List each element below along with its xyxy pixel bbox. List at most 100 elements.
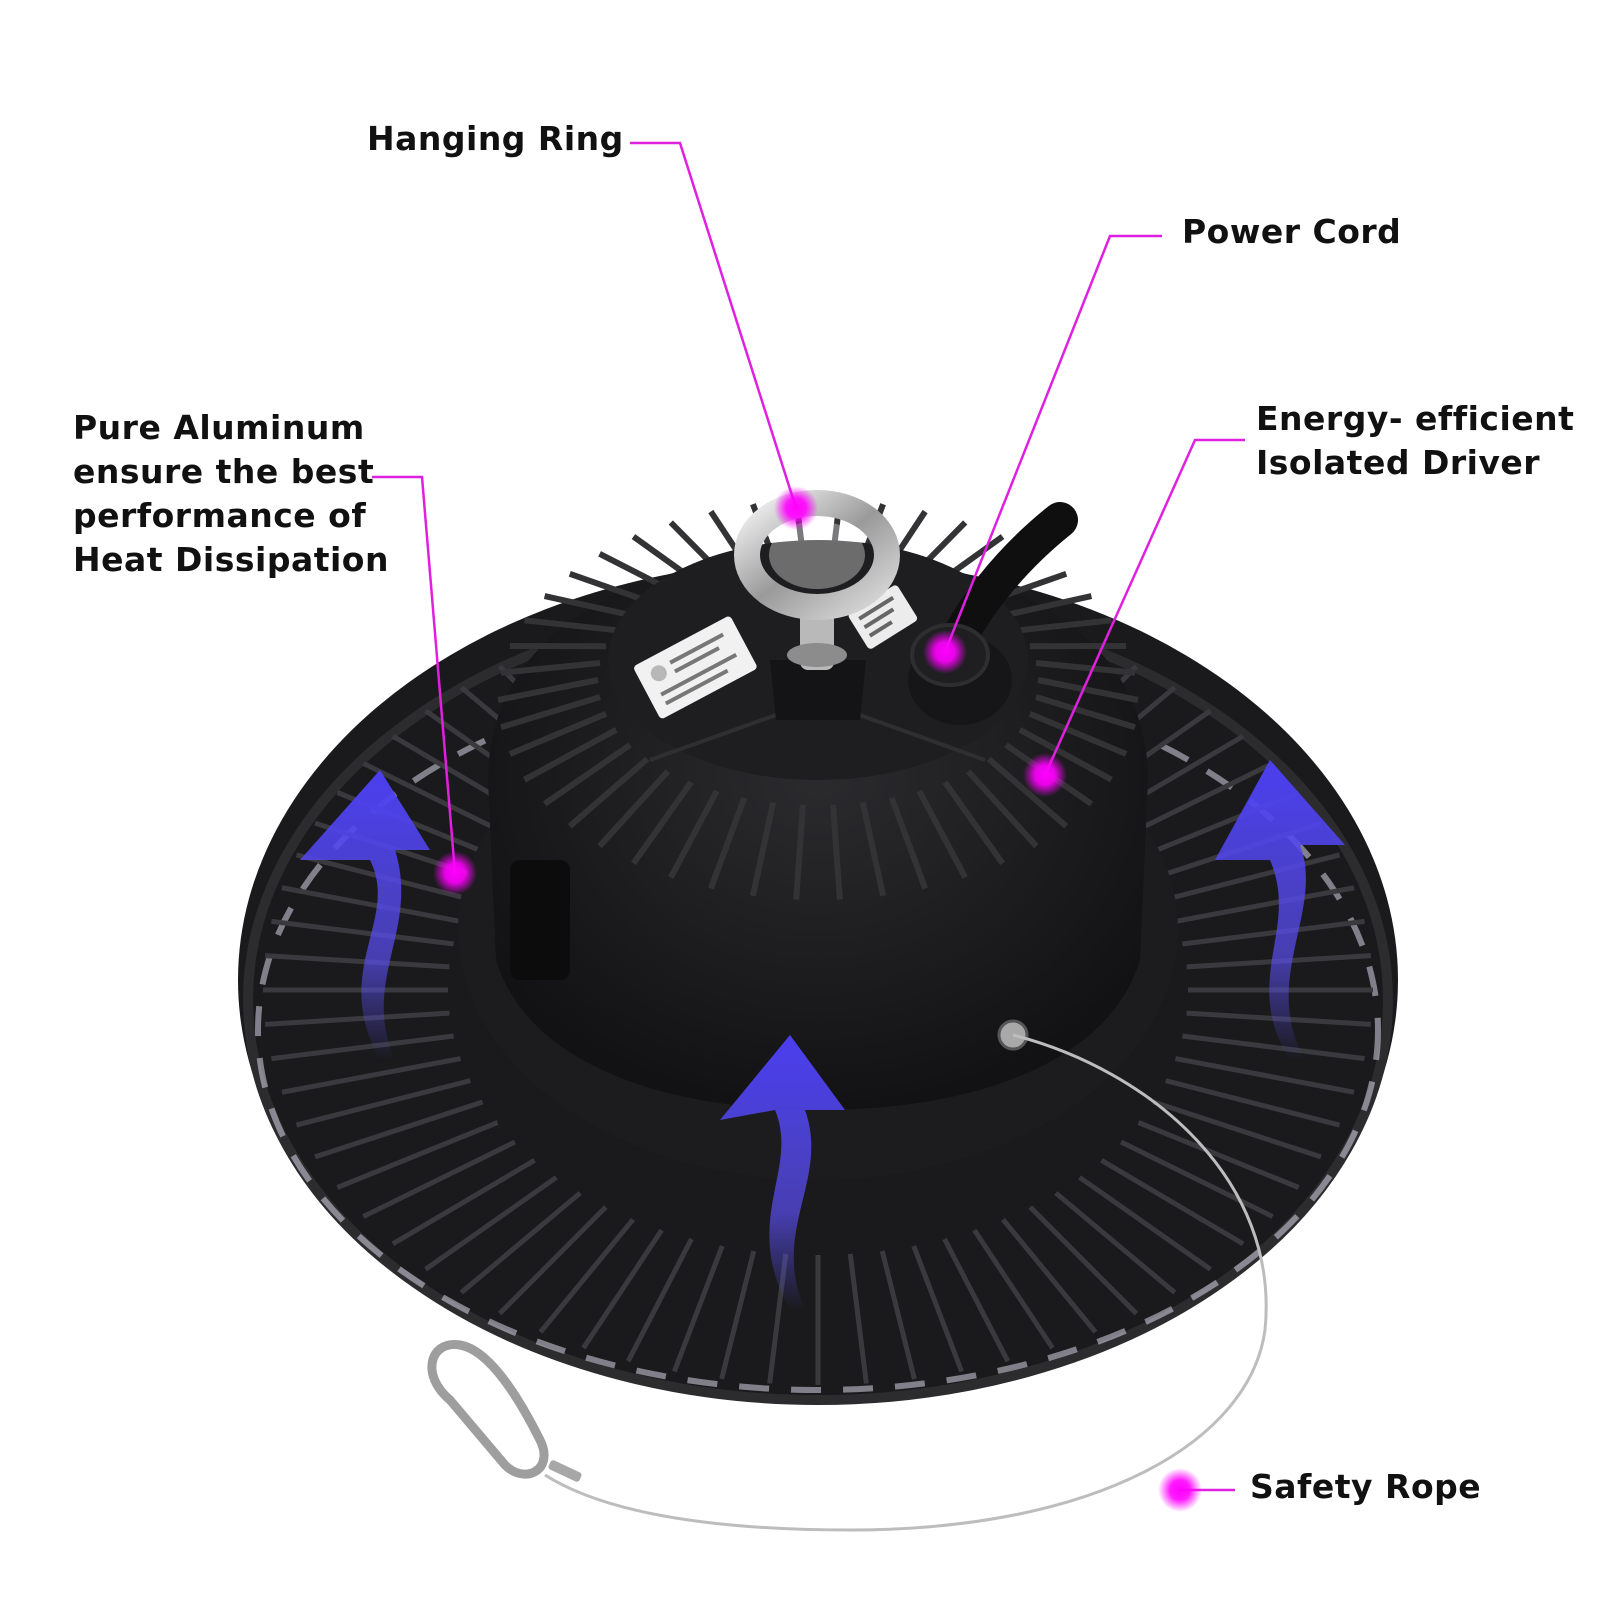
radial-fin bbox=[459, 1191, 582, 1295]
airflow-arrow-icon bbox=[720, 1035, 845, 1310]
housing-fin bbox=[598, 551, 670, 592]
housing-fin bbox=[568, 570, 649, 604]
radial-fin bbox=[1137, 1120, 1300, 1190]
radial-fin bbox=[972, 1228, 1055, 1350]
radial-fin bbox=[336, 1120, 499, 1190]
housing-fin bbox=[567, 756, 650, 829]
housing-fin bbox=[708, 796, 748, 890]
radial-fin bbox=[264, 953, 450, 970]
radial-fin bbox=[391, 1158, 536, 1247]
radial-fin bbox=[497, 1205, 608, 1316]
housing-fin bbox=[830, 804, 843, 900]
radial-fin bbox=[879, 1250, 917, 1380]
housing-fin bbox=[1018, 727, 1113, 783]
housing-fin bbox=[916, 789, 968, 879]
aluminum-text-line4: Heat Dissipation bbox=[73, 540, 389, 579]
housing-fin bbox=[859, 801, 887, 897]
label-hanging-ring: Hanging Ring bbox=[367, 117, 624, 161]
housing-fin bbox=[986, 756, 1069, 829]
dot-aluminum bbox=[433, 851, 477, 895]
leader-driver bbox=[1043, 438, 1245, 776]
radial-fin bbox=[1182, 1033, 1365, 1062]
housing-fin bbox=[523, 727, 618, 783]
dot-driver bbox=[1023, 753, 1067, 797]
housing-fin bbox=[497, 677, 599, 703]
aluminum-text-line1: Pure Aluminum bbox=[73, 408, 365, 447]
radial-fin bbox=[1165, 852, 1341, 902]
radial-fin bbox=[1152, 1099, 1322, 1160]
radial-fin bbox=[1119, 761, 1274, 841]
ring-nut bbox=[787, 643, 847, 667]
radial-fin bbox=[271, 918, 454, 947]
radial-fin bbox=[581, 1228, 664, 1350]
leader-lines bbox=[372, 141, 1245, 1492]
label-power-cord: Power Cord bbox=[1182, 210, 1401, 254]
spec-sticker bbox=[634, 616, 757, 719]
bracket-slot bbox=[510, 860, 570, 980]
driver-text-line2: Isolated Driver bbox=[1256, 443, 1541, 482]
radial-fin bbox=[281, 885, 462, 924]
dot-safety-rope bbox=[1158, 1468, 1202, 1512]
radial-fin bbox=[847, 1253, 869, 1384]
dot-power-cord bbox=[923, 630, 967, 674]
radial-fin bbox=[1119, 1139, 1274, 1219]
leader-aluminum bbox=[372, 475, 457, 874]
rope-wire bbox=[544, 1033, 1268, 1532]
radial-fin bbox=[314, 1099, 484, 1160]
airflow-arrow-icon bbox=[1215, 760, 1345, 1060]
housing-fin bbox=[965, 769, 1039, 849]
aluminum-text-line2: ensure the best bbox=[73, 452, 375, 491]
radial-fin bbox=[911, 1245, 964, 1373]
radial-fin bbox=[1174, 1056, 1355, 1095]
housing-fin bbox=[543, 593, 631, 618]
housing-fin bbox=[500, 694, 601, 731]
housing-fin bbox=[524, 617, 617, 634]
power-cord-text: Power Cord bbox=[1182, 212, 1402, 251]
radial-fin bbox=[1001, 1217, 1098, 1334]
housing-fin bbox=[1035, 659, 1136, 676]
radial-fin bbox=[625, 1237, 694, 1363]
airflow-arrows bbox=[300, 760, 1345, 1310]
rope-ferrule bbox=[548, 1460, 582, 1482]
radial-fin bbox=[942, 1237, 1011, 1363]
radial-fin bbox=[672, 1245, 725, 1373]
airflow-arrow-icon bbox=[300, 770, 430, 1060]
housing-fin bbox=[500, 659, 601, 676]
housing-fin bbox=[1035, 694, 1136, 731]
radial-fin bbox=[271, 1033, 454, 1062]
radial-fin bbox=[1165, 1078, 1341, 1128]
housing-fin bbox=[1028, 710, 1128, 757]
eye-ring-hole bbox=[769, 521, 865, 589]
radial-fin bbox=[281, 1056, 462, 1095]
housing-fin bbox=[542, 742, 632, 807]
housing-fin bbox=[942, 780, 1005, 866]
housing-fin bbox=[749, 801, 777, 897]
radial-fin bbox=[362, 1139, 517, 1219]
safety-rope-part bbox=[427, 1033, 1268, 1532]
leader-hanging-ring bbox=[630, 141, 798, 509]
housing-fin bbox=[1005, 593, 1093, 618]
radial-fin bbox=[264, 1010, 450, 1027]
housing-fin bbox=[793, 804, 806, 900]
light-fixture bbox=[238, 490, 1398, 1405]
label-safety-rope: Safety Rope bbox=[1250, 1465, 1481, 1509]
safety-rope-text: Safety Rope bbox=[1250, 1467, 1482, 1506]
housing-fin bbox=[668, 789, 720, 879]
ring-base bbox=[770, 660, 866, 720]
housing-fin bbox=[1019, 617, 1112, 634]
radial-fin bbox=[1028, 1205, 1139, 1316]
radial-fin bbox=[295, 1078, 471, 1128]
radial-fin bbox=[719, 1250, 757, 1380]
label-pure-aluminum: Pure Aluminum ensure the best performanc… bbox=[73, 406, 389, 582]
radial-fin bbox=[538, 1217, 635, 1334]
housing-fin bbox=[1037, 677, 1139, 703]
radial-fin bbox=[1100, 1158, 1245, 1247]
carabiner-icon bbox=[427, 1340, 549, 1479]
radial-fin bbox=[1054, 1191, 1177, 1295]
label-isolated-driver: Energy- efficient Isolated Driver bbox=[1256, 397, 1574, 485]
aluminum-text-line3: performance of bbox=[73, 496, 367, 535]
housing-fin bbox=[597, 769, 671, 849]
housing-fin bbox=[888, 796, 928, 890]
leader-power-cord bbox=[943, 234, 1162, 653]
